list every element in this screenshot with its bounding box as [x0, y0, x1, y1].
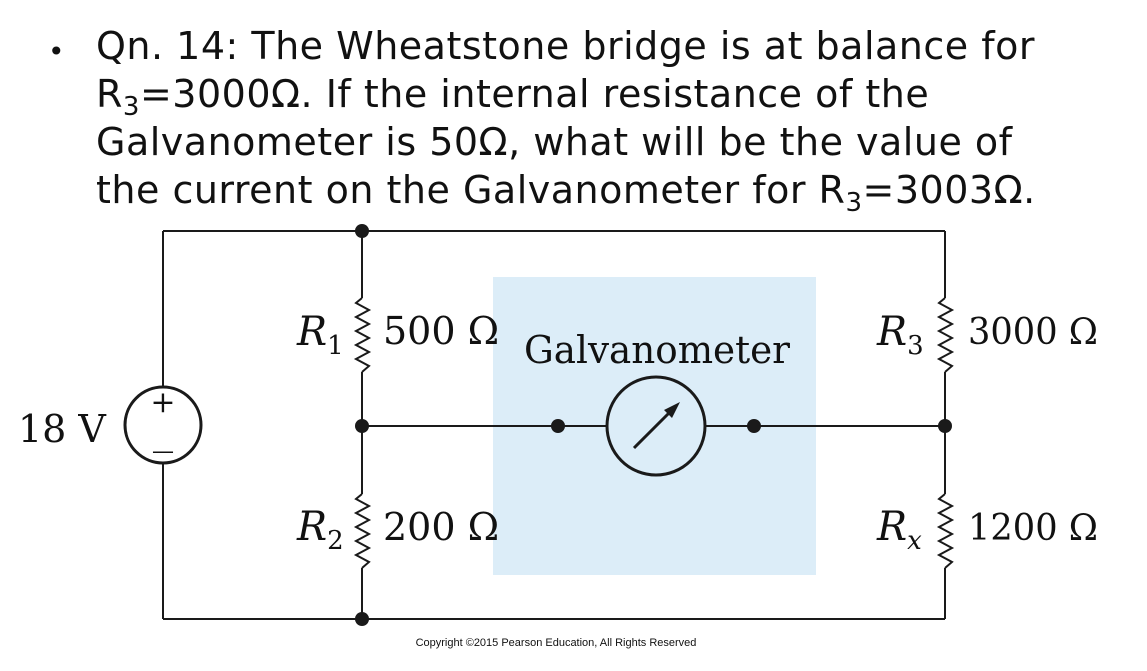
question-text: Qn. 14: The Wheatstone bridge is at bala…: [96, 22, 1120, 216]
junction-dot-left-middle: [355, 419, 369, 433]
r2-label-name: R: [296, 504, 327, 550]
question-line-2-subscript: 3: [122, 92, 140, 122]
r1-label-name: R: [296, 309, 327, 355]
galvanometer-terminal-left: [551, 419, 565, 433]
rx-label-name: R: [876, 504, 907, 550]
junction-dot-bottom: [355, 612, 369, 626]
question-line-2: R3=3000Ω. If the internal resistance of …: [96, 70, 1120, 120]
question-block: • Qn. 14: The Wheatstone bridge is at ba…: [40, 22, 1120, 216]
galvanometer-terminal-right: [747, 419, 761, 433]
question-line-4-suffix: =3003Ω.: [862, 168, 1036, 212]
galvanometer-needle: [632, 408, 674, 450]
r3-value: 3000 Ω: [968, 312, 1098, 353]
copyright-notice: Copyright ©2015 Pearson Education, All R…: [416, 637, 697, 649]
r3-resistor-zigzag: [936, 297, 955, 373]
question-line-3: Galvanometer is 50Ω, what will be the va…: [96, 120, 1013, 164]
galvanometer-label: Galvanometer: [524, 328, 791, 372]
question-line-2-prefix: R: [96, 72, 123, 116]
r3-label-name: R: [876, 309, 907, 355]
question-line-1: Qn. 14: The Wheatstone bridge is at bala…: [96, 24, 1035, 68]
source-minus-sign: —: [152, 439, 174, 464]
r2-value: 200 Ω: [383, 505, 499, 549]
r1-value: 500 Ω: [383, 309, 499, 353]
r2-label-subscript: 2: [327, 526, 344, 556]
galvanometer-meter-circle: [605, 375, 707, 477]
r1-label: R1: [296, 309, 344, 361]
r1-resistor-zigzag: [353, 297, 372, 373]
voltage-source-circle: [123, 385, 203, 465]
r2-label: R2: [296, 504, 344, 556]
rx-label: Rx: [876, 504, 922, 556]
r1-label-subscript: 1: [327, 331, 344, 361]
r3-label: R3: [876, 309, 924, 361]
rx-label-subscript: x: [907, 526, 922, 556]
r3-label-subscript: 3: [907, 331, 924, 361]
question-line-2-suffix: =3000Ω. If the internal resistance of th…: [139, 72, 930, 116]
source-plus-sign: +: [150, 385, 175, 420]
bullet: •: [48, 35, 65, 68]
junction-dot-top: [355, 224, 369, 238]
source-voltage-label: 18 V: [18, 407, 106, 451]
rx-value: 1200 Ω: [968, 508, 1098, 549]
rx-resistor-zigzag: [936, 493, 955, 569]
question-line-4-prefix: the current on the Galvanometer for R: [96, 168, 846, 212]
galvanometer-arrowhead-icon: [664, 402, 680, 418]
r2-resistor-zigzag: [353, 493, 372, 569]
junction-dot-right-middle: [938, 419, 952, 433]
question-line-4-subscript: 3: [845, 188, 863, 218]
question-line-4: the current on the Galvanometer for R3=3…: [96, 166, 1120, 216]
